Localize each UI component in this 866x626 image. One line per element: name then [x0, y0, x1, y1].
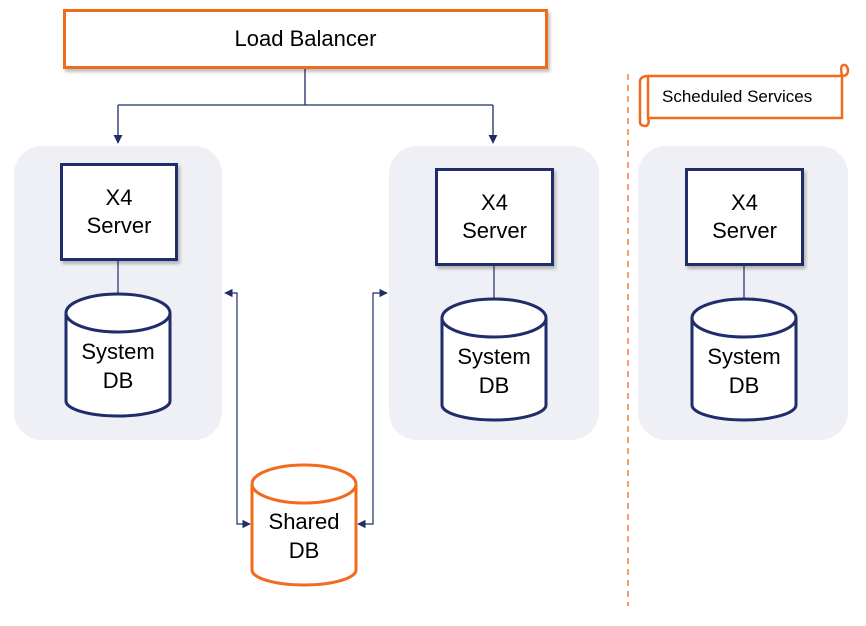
- system-db-label-scheduled: System DB: [692, 342, 796, 400]
- server-label-line1: X4: [481, 190, 508, 215]
- shared-db-label-line1: Shared: [268, 509, 340, 534]
- system-db-cylinder-left: [64, 292, 172, 418]
- system-db-label-left: System DB: [66, 337, 170, 395]
- db-label-line1: System: [707, 344, 781, 369]
- load-balancer-label: Load Balancer: [234, 26, 377, 51]
- server-label-line2: Server: [462, 218, 527, 243]
- db-label-line2: DB: [728, 373, 760, 398]
- db-label-line1: System: [457, 344, 531, 369]
- load-balancer-box: Load Balancer: [63, 9, 548, 69]
- x4-server-box-left: X4 Server: [60, 163, 178, 261]
- system-db-cylinder-scheduled: [690, 297, 798, 422]
- db-label-line2: DB: [478, 373, 510, 398]
- server-label-line1: X4: [105, 185, 133, 210]
- server-label-line2: Server: [86, 213, 152, 238]
- shared-db-cylinder: [250, 463, 358, 587]
- load-balancer-connector: [113, 69, 498, 144]
- server-label-line1: X4: [731, 190, 758, 215]
- shared-db-label-line2: DB: [288, 538, 320, 563]
- server-label-line2: Server: [712, 218, 777, 243]
- shared-db-link-middle: [357, 288, 388, 529]
- x4-server-box-scheduled: X4 Server: [685, 168, 804, 266]
- db-label-line2: DB: [102, 368, 134, 393]
- scheduled-services-banner: [638, 63, 850, 128]
- shared-db-label: Shared DB: [252, 507, 356, 565]
- system-db-cylinder-middle: [440, 297, 548, 422]
- scheduled-services-label: Scheduled Services: [662, 87, 813, 106]
- x4-server-box-middle: X4 Server: [435, 168, 554, 266]
- system-db-label-middle: System DB: [442, 342, 546, 400]
- shared-db-link-left: [224, 288, 251, 529]
- db-label-line1: System: [81, 339, 155, 364]
